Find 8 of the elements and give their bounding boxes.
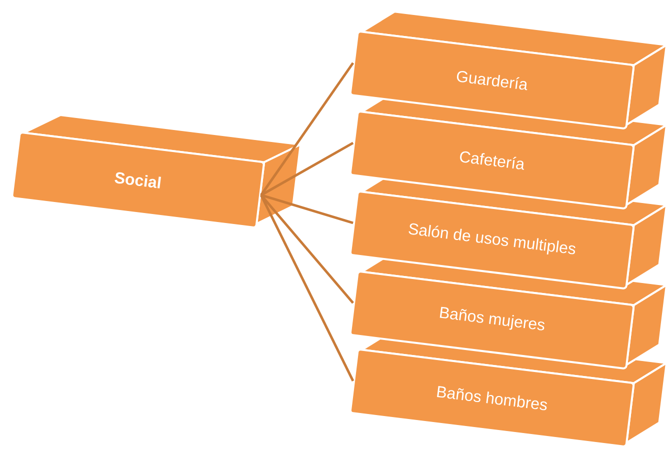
connector-line — [260, 194, 354, 382]
connector-line — [260, 194, 354, 224]
box-drawing: Social — [11, 114, 302, 228]
node-label: Baños hombres — [436, 386, 547, 410]
connector-line — [260, 142, 354, 196]
connector-line — [260, 62, 354, 196]
connector-line — [260, 194, 354, 304]
box-drawing: Guardería — [349, 10, 668, 130]
